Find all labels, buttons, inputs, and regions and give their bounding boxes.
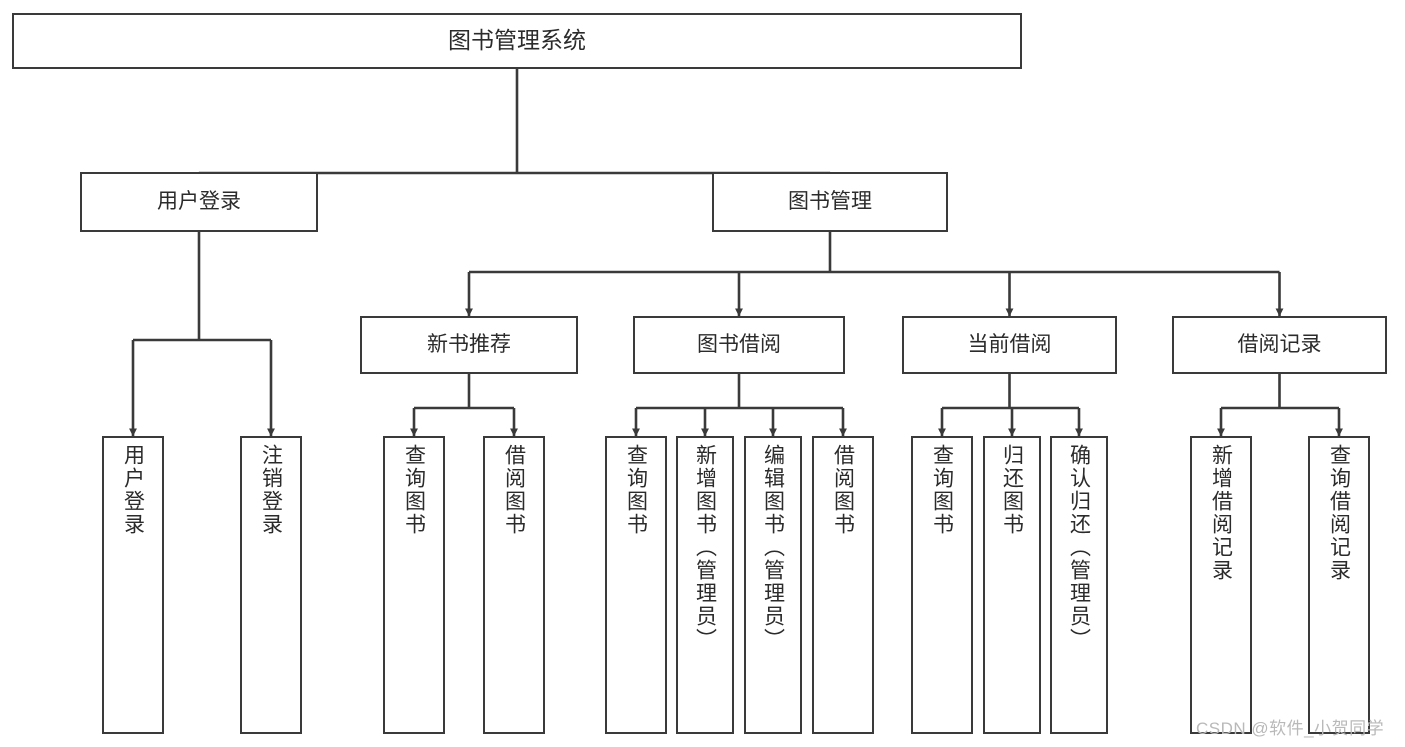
node-label: 图书管理 (788, 189, 872, 213)
leaf-edit-book-admin[interactable]: 编辑图书（管理员） (744, 436, 802, 734)
node-book-management[interactable]: 图书管理 (712, 172, 948, 232)
leaf-add-borrowing-record[interactable]: 新增借阅记录 (1190, 436, 1252, 734)
node-label: 借阅图书 (831, 444, 855, 536)
node-label: 用户登录 (121, 444, 145, 536)
leaf-return-book[interactable]: 归还图书 (983, 436, 1041, 734)
leaf-borrow-book-2[interactable]: 借阅图书 (812, 436, 874, 734)
node-label: 查询图书 (930, 444, 954, 536)
leaf-user-login[interactable]: 用户登录 (102, 436, 164, 734)
leaf-query-book-3[interactable]: 查询图书 (911, 436, 973, 734)
node-user-login[interactable]: 用户登录 (80, 172, 318, 232)
node-label: 用户登录 (157, 189, 241, 213)
node-label: 编辑图书（管理员） (761, 444, 785, 651)
leaf-query-borrowing-record[interactable]: 查询借阅记录 (1308, 436, 1370, 734)
node-new-book-recommendation[interactable]: 新书推荐 (360, 316, 578, 374)
node-label: 查询借阅记录 (1327, 444, 1351, 582)
node-label: 归还图书 (1000, 444, 1024, 536)
node-label: 借阅图书 (502, 444, 526, 536)
leaf-query-book-1[interactable]: 查询图书 (383, 436, 445, 734)
leaf-borrow-book-1[interactable]: 借阅图书 (483, 436, 545, 734)
node-root-book-management-system[interactable]: 图书管理系统 (12, 13, 1022, 69)
node-label: 图书管理系统 (448, 27, 586, 54)
node-label: 确认归还（管理员） (1067, 444, 1091, 651)
leaf-logout[interactable]: 注销登录 (240, 436, 302, 734)
node-borrowing-records[interactable]: 借阅记录 (1172, 316, 1387, 374)
node-current-borrowing[interactable]: 当前借阅 (902, 316, 1117, 374)
node-label: 注销登录 (259, 444, 283, 536)
node-label: 图书借阅 (697, 332, 781, 356)
leaf-query-book-2[interactable]: 查询图书 (605, 436, 667, 734)
node-label: 查询图书 (402, 444, 426, 536)
node-label: 借阅记录 (1237, 332, 1322, 356)
csdn-watermark: CSDN @软件_小贺同学 (1196, 719, 1385, 738)
node-label: 新增图书（管理员） (693, 444, 717, 651)
node-book-borrowing[interactable]: 图书借阅 (633, 316, 845, 374)
node-label: 当前借阅 (967, 332, 1052, 356)
node-label: 新书推荐 (427, 332, 511, 356)
node-label: 新增借阅记录 (1209, 444, 1233, 582)
leaf-add-book-admin[interactable]: 新增图书（管理员） (676, 436, 734, 734)
node-label: 查询图书 (624, 444, 648, 536)
leaf-confirm-return-admin[interactable]: 确认归还（管理员） (1050, 436, 1108, 734)
